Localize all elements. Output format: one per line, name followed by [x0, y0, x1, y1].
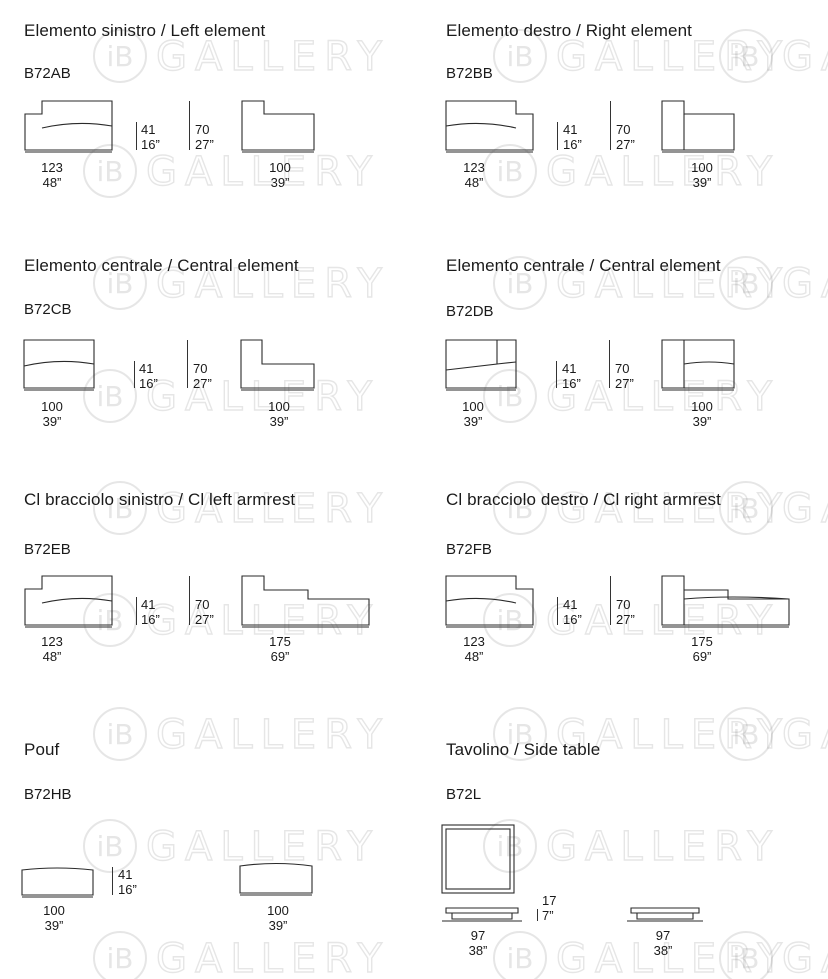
- dim-height-in: 16”: [118, 882, 137, 897]
- section-title-pouf: Pouf: [24, 740, 60, 759]
- dim-seat-height: 41: [563, 597, 578, 612]
- dim-depth: 100: [267, 903, 289, 918]
- dim-width-in: 48”: [42, 649, 62, 664]
- dim-height-in: 7”: [542, 908, 554, 923]
- dim-width-in: 39”: [44, 918, 64, 933]
- dim-depth-in: 39”: [692, 414, 712, 429]
- dim-total-height: 70: [616, 122, 631, 137]
- dim-seat-height: 41: [139, 361, 154, 376]
- section-title-side-table: Tavolino / Side table: [446, 740, 601, 759]
- dim-depth: 100: [691, 399, 713, 414]
- dim-depth: 175: [269, 634, 291, 649]
- section-title-right-element: Elemento destro / Right element: [446, 21, 692, 40]
- dim-seat-height: 41: [141, 122, 156, 137]
- dim-total-height: 70: [616, 597, 631, 612]
- dim-width: 123: [463, 634, 485, 649]
- dim-depth-in: 39”: [268, 918, 288, 933]
- dim-depth-in: 38”: [653, 943, 673, 958]
- product-code-b72eb: B72EB: [24, 541, 71, 558]
- product-code-b72hb: B72HB: [24, 786, 72, 803]
- dim-width: 100: [41, 399, 63, 414]
- product-code-b72fb: B72FB: [446, 541, 492, 558]
- dim-height: 17: [542, 893, 557, 908]
- dim-depth: 100: [268, 399, 290, 414]
- dim-seat-height: 41: [563, 122, 578, 137]
- dim-seat-height: 41: [141, 597, 156, 612]
- dim-total-height: 70: [615, 361, 630, 376]
- dim-total-height: 70: [195, 122, 210, 137]
- section-title-left-element: Elemento sinistro / Left element: [24, 21, 266, 40]
- dim-depth-in: 39”: [270, 175, 290, 190]
- dim-seat-height-in: 16”: [141, 612, 160, 627]
- product-code-b72l: B72L: [446, 786, 482, 803]
- dim-total-height-in: 27”: [195, 137, 214, 152]
- dim-depth: 175: [691, 634, 713, 649]
- dim-height: 41: [118, 867, 133, 882]
- dim-seat-height-in: 16”: [562, 376, 581, 391]
- dim-width-in: 48”: [464, 175, 484, 190]
- dim-seat-height-in: 16”: [139, 376, 158, 391]
- dim-seat-height-in: 16”: [141, 137, 160, 152]
- dim-total-height-in: 27”: [616, 612, 635, 627]
- dim-width-in: 48”: [464, 649, 484, 664]
- section-title-left-armrest: Cl bracciolo sinistro / Cl left armrest: [24, 490, 296, 509]
- dim-width: 97: [470, 928, 486, 943]
- dim-depth: 97: [655, 928, 671, 943]
- dim-width-in: 48”: [42, 175, 62, 190]
- dim-width: 100: [462, 399, 484, 414]
- dim-width: 100: [43, 903, 65, 918]
- dim-width-in: 38”: [468, 943, 488, 958]
- dim-width-in: 39”: [42, 414, 62, 429]
- dim-seat-height: 41: [562, 361, 577, 376]
- dim-total-height-in: 27”: [193, 376, 212, 391]
- dim-seat-height-in: 16”: [563, 612, 582, 627]
- product-code-b72bb: B72BB: [446, 65, 493, 82]
- dim-width: 123: [463, 160, 485, 175]
- dim-depth: 100: [691, 160, 713, 175]
- dim-total-height: 70: [195, 597, 210, 612]
- product-code-b72db: B72DB: [446, 303, 494, 320]
- dim-depth-in: 39”: [692, 175, 712, 190]
- dim-depth-in: 69”: [270, 649, 290, 664]
- dim-total-height-in: 27”: [615, 376, 634, 391]
- section-title-central-element: Elemento centrale / Central element: [446, 256, 721, 275]
- dim-total-height-in: 27”: [195, 612, 214, 627]
- dim-depth-in: 69”: [692, 649, 712, 664]
- product-code-b72cb: B72CB: [24, 301, 72, 318]
- dim-depth-in: 39”: [269, 414, 289, 429]
- section-title-central-element: Elemento centrale / Central element: [24, 256, 299, 275]
- dim-total-height: 70: [193, 361, 208, 376]
- dim-depth: 100: [269, 160, 291, 175]
- section-title-right-armrest: Cl bracciolo destro / Cl right armrest: [446, 490, 721, 509]
- dim-width-in: 39”: [463, 414, 483, 429]
- dim-seat-height-in: 16”: [563, 137, 582, 152]
- product-code-b72ab: B72AB: [24, 65, 71, 82]
- dim-width: 123: [41, 634, 63, 649]
- dim-total-height-in: 27”: [616, 137, 635, 152]
- dim-width: 123: [41, 160, 63, 175]
